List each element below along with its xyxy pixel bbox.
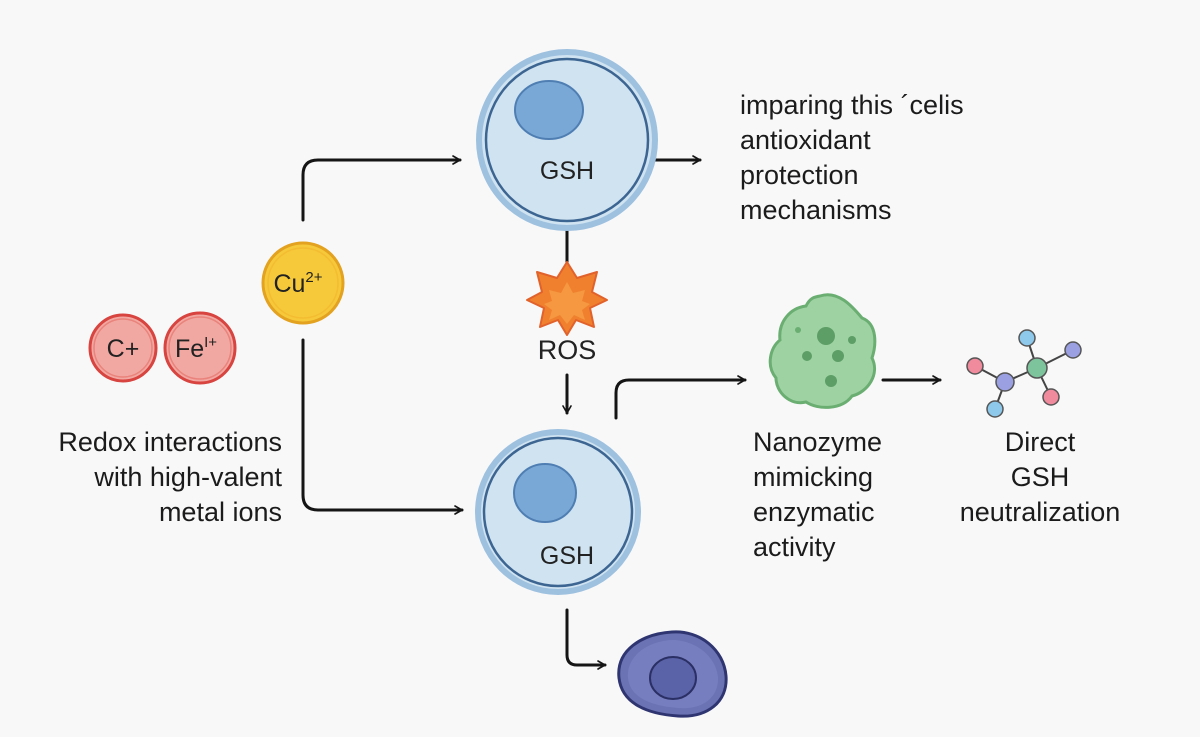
top-right-line-2: antioxidant [740, 125, 871, 155]
left-description: Redox interactions with high-valent meta… [58, 425, 282, 530]
nanozyme-line-4: activity [753, 532, 836, 562]
arrow-cu-to-bottom-cell [301, 338, 464, 515]
top-right-line-3: protection [740, 160, 859, 190]
arrow-bottom-cell-to-damaged-cell [565, 608, 607, 670]
nanozyme-line-3: enzymatic [753, 497, 875, 527]
direct-line-2: GSH [1010, 462, 1070, 492]
top-cell-label: GSH [540, 157, 594, 185]
left-line-2: with high-valent [94, 462, 282, 492]
carbon-ion-label: C+ [107, 335, 140, 363]
top-right-line-1: imparing this ´celis [740, 90, 964, 120]
direct-line-1: Direct [1004, 427, 1076, 457]
iron-ion-label: FeI+ [175, 334, 217, 363]
arrow-cu-to-top-cell [301, 155, 462, 222]
ros-burst-icon [526, 261, 608, 336]
copper-ion-label: Cu2+ [273, 269, 322, 298]
bottom-cell-icon [475, 429, 641, 595]
nanozyme-line-1: Nanozyme [753, 427, 883, 457]
arrow-bottom-cell-to-nanozyme [614, 375, 747, 420]
iron-ion-icon [163, 311, 237, 385]
damaged-cell-icon [617, 630, 728, 718]
top-cell-icon [476, 49, 658, 231]
molecule-network-icon [966, 329, 1082, 418]
nanozyme-line-2: mimicking [753, 462, 874, 492]
left-line-3: metal ions [158, 497, 282, 527]
direct-neutralization-description: Direct GSH neutralization [930, 425, 1150, 530]
direct-line-3: neutralization [959, 497, 1121, 527]
copper-ion-icon [261, 241, 345, 325]
top-right-description: imparing this ´celis antioxidant protect… [740, 88, 964, 228]
ros-label: ROS [538, 335, 597, 365]
top-right-line-4: mechanisms [740, 195, 892, 225]
carbon-ion-icon [88, 313, 158, 383]
nanozyme-icon [768, 293, 877, 409]
bottom-cell-label: GSH [540, 542, 594, 570]
nanozyme-description: Nanozyme mimicking enzymatic activity [753, 425, 882, 565]
left-line-1: Redox interactions [58, 427, 282, 457]
